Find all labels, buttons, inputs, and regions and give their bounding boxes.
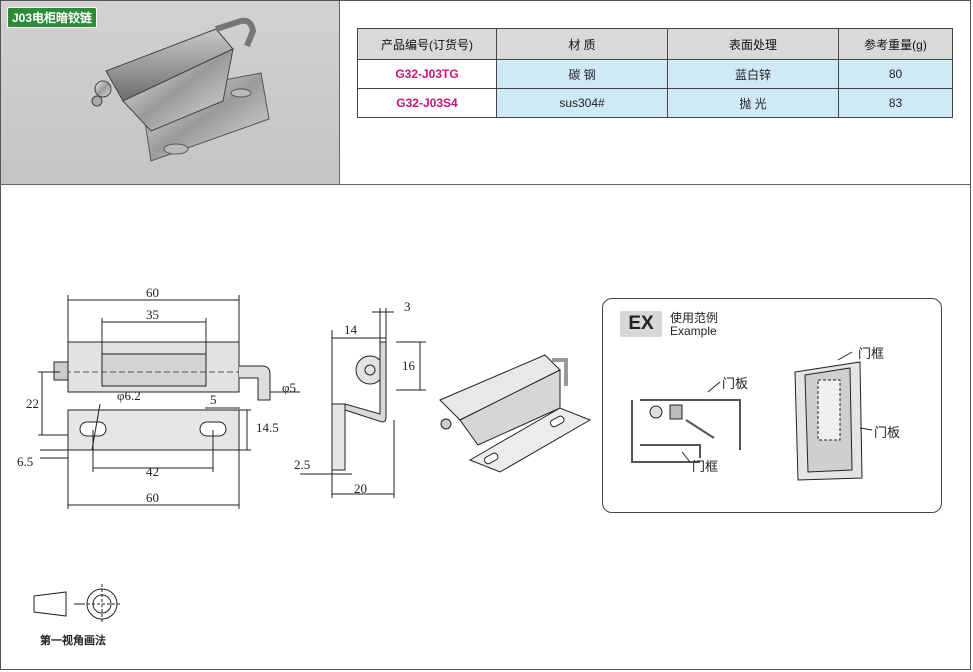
table-row: G32-J03S4 sus304# 抛 光 83 bbox=[357, 88, 953, 118]
header-code: 产品编号(订货号) bbox=[357, 28, 497, 60]
label-door-frame-2: 门框 bbox=[858, 346, 885, 361]
label-door-panel-2: 门板 bbox=[874, 425, 901, 440]
header-material: 材 质 bbox=[496, 28, 668, 60]
dim-phi-5: φ5 bbox=[282, 380, 297, 395]
hinge-photo bbox=[91, 17, 270, 162]
cell-weight: 80 bbox=[838, 59, 953, 89]
cell-weight: 83 bbox=[838, 88, 953, 118]
cell-finish: 蓝白锌 bbox=[667, 59, 839, 89]
cell-material: sus304# bbox=[496, 88, 668, 118]
cell-code: G32-J03TG bbox=[357, 59, 497, 89]
dim-6-5: 6.5 bbox=[17, 454, 34, 469]
dim-35: 35 bbox=[146, 307, 159, 322]
example-tag: EX bbox=[620, 311, 662, 337]
isometric-view bbox=[439, 354, 592, 473]
dim-5: 5 bbox=[210, 392, 217, 407]
cell-material: 碳 钢 bbox=[496, 59, 668, 89]
dim-22: 22 bbox=[26, 396, 39, 411]
dim-60-bottom: 60 bbox=[146, 490, 159, 505]
projection-label: 第一视角画法 bbox=[40, 635, 106, 647]
front-view bbox=[38, 295, 300, 509]
product-title-badge: J03电柜暗铰链 bbox=[7, 7, 98, 28]
example-box bbox=[602, 298, 942, 513]
example-title-cn: 使用范例 bbox=[670, 311, 719, 325]
dim-phi-6-2: φ6.2 bbox=[117, 388, 141, 403]
side-view bbox=[300, 308, 426, 498]
section-divider bbox=[0, 184, 971, 185]
first-angle-projection-symbol bbox=[33, 584, 122, 624]
spec-table: 产品编号(订货号) 材 质 表面处理 参考重量(g) G32-J03TG 碳 钢… bbox=[357, 28, 953, 118]
dim-16: 16 bbox=[402, 358, 415, 373]
label-door-panel: 门板 bbox=[722, 376, 749, 391]
dim-2-5: 2.5 bbox=[294, 457, 311, 472]
dim-60-top: 60 bbox=[146, 285, 159, 300]
example-title-en: Example bbox=[670, 324, 717, 338]
dim-14: 14 bbox=[344, 322, 357, 337]
label-door-frame: 门框 bbox=[692, 459, 719, 474]
dim-14-5: 14.5 bbox=[256, 420, 279, 435]
header-finish: 表面处理 bbox=[667, 28, 839, 60]
dim-3: 3 bbox=[404, 299, 411, 314]
product-photo-panel: J03电柜暗铰链 bbox=[1, 1, 340, 185]
example-drawings bbox=[631, 351, 873, 481]
cell-finish: 抛 光 bbox=[667, 88, 839, 118]
dim-42: 42 bbox=[146, 464, 159, 479]
table-row: G32-J03TG 碳 钢 蓝白锌 80 bbox=[357, 59, 953, 89]
cell-code: G32-J03S4 bbox=[357, 88, 497, 118]
dim-20: 20 bbox=[354, 481, 367, 496]
